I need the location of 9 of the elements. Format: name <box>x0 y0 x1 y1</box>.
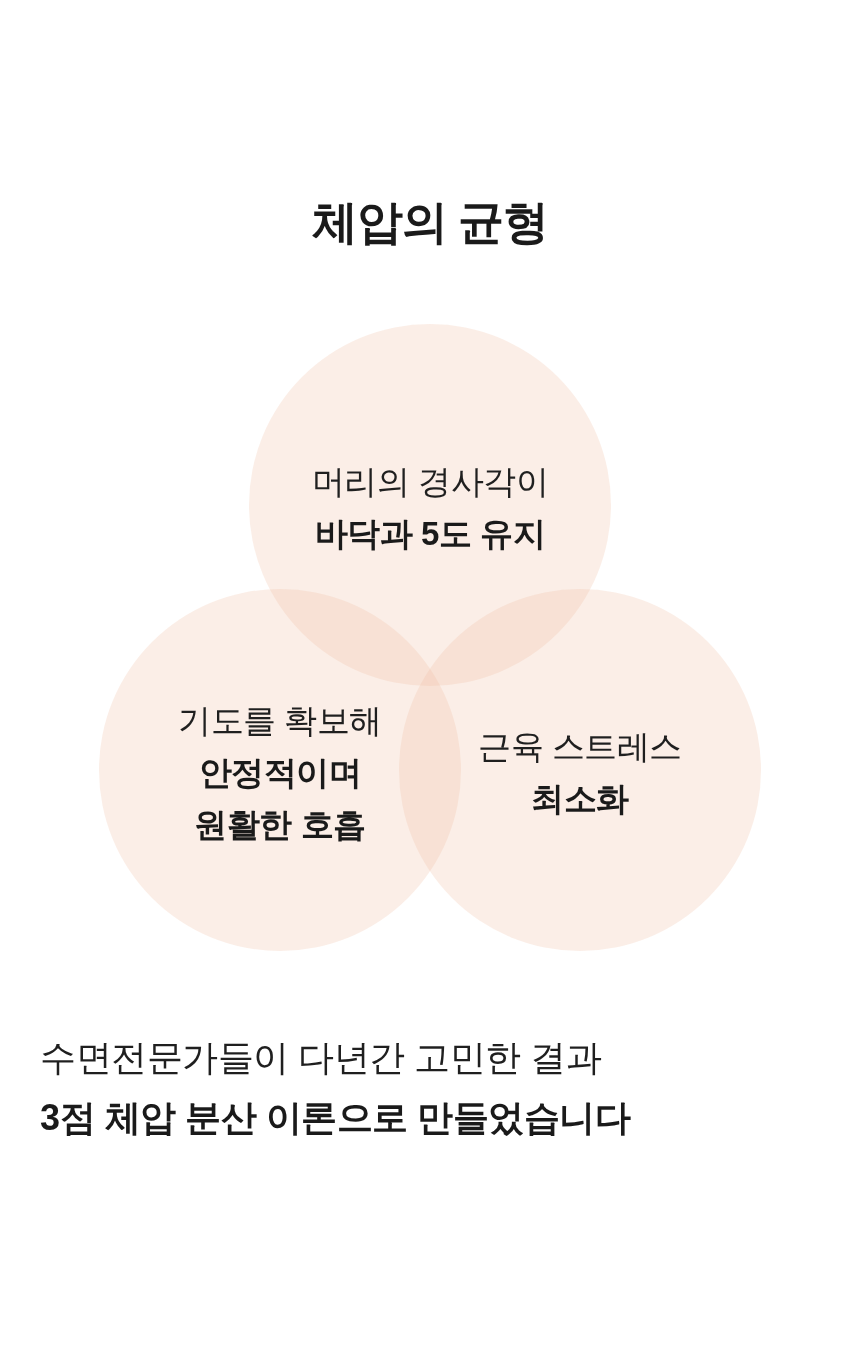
circle-heading: 근육 스트레스 <box>478 727 682 767</box>
title: 체압의 균형 <box>311 195 549 250</box>
caption-line: 수면전문가들이 다년간 고민한 결과 <box>40 1036 601 1080</box>
circle-text: 바닥과 5도 유지 <box>314 514 546 554</box>
caption-emphasis: 3점 체압 분산 이론으로 만들었습니다 <box>40 1096 631 1140</box>
circle-heading: 머리의 경사각이 <box>311 462 549 502</box>
circle-text: 안정적이며 원활한 호흡 <box>193 753 367 845</box>
circle-text: 최소화 <box>531 779 629 819</box>
circle-heading: 기도를 확보해 <box>178 701 382 741</box>
